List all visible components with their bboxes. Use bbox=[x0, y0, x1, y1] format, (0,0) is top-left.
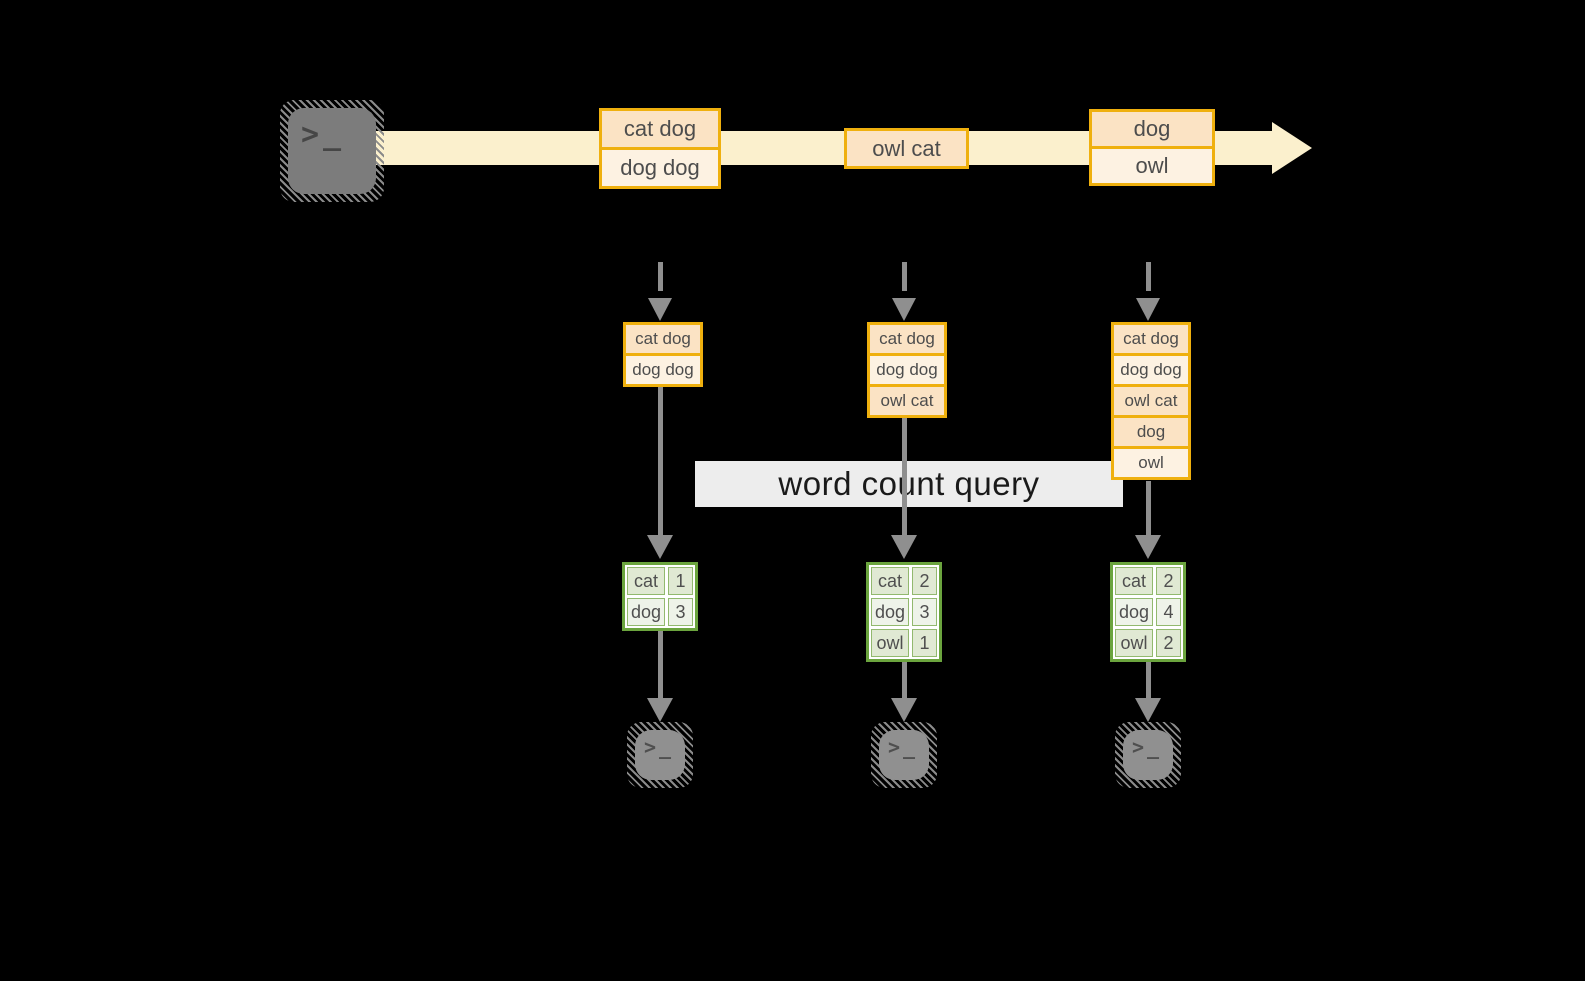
count-value: 4 bbox=[1156, 598, 1181, 626]
batch-cell: cat dog bbox=[602, 111, 718, 147]
count-word: dog bbox=[871, 598, 909, 626]
batch-cell: dog dog bbox=[602, 150, 718, 186]
batch-cell: dog bbox=[1092, 112, 1212, 146]
stream-batch-1: cat dog dog dog bbox=[599, 108, 721, 189]
ingest-arrow-dash-2 bbox=[902, 262, 907, 291]
output-arrow-head-1 bbox=[647, 698, 673, 722]
stack-cell: cat dog bbox=[1114, 325, 1188, 353]
count-table-3: cat 2 dog 4 owl 2 bbox=[1110, 562, 1186, 662]
query-arrow-line-2 bbox=[902, 418, 907, 535]
stack-cell: owl cat bbox=[1114, 387, 1188, 415]
accumulated-stack-1: cat dog dog dog bbox=[623, 322, 703, 387]
count-word: cat bbox=[1115, 567, 1153, 595]
banner-label: word count query bbox=[778, 465, 1040, 502]
count-word: dog bbox=[1115, 598, 1153, 626]
output-arrow-head-3 bbox=[1135, 698, 1161, 722]
query-arrow-head-2 bbox=[891, 535, 917, 559]
output-arrow-head-2 bbox=[891, 698, 917, 722]
query-arrow-head-1 bbox=[647, 535, 673, 559]
ingest-arrow-dash-1 bbox=[658, 262, 663, 291]
count-value: 2 bbox=[1156, 629, 1181, 657]
count-table-2: cat 2 dog 3 owl 1 bbox=[866, 562, 942, 662]
output-arrow-line-3 bbox=[1146, 658, 1151, 698]
accumulated-stack-3: cat dog dog dog owl cat dog owl bbox=[1111, 322, 1191, 480]
stack-cell: cat dog bbox=[870, 325, 944, 353]
stream-arrow-head bbox=[1272, 122, 1312, 174]
count-value: 1 bbox=[668, 567, 693, 595]
count-word: cat bbox=[871, 567, 909, 595]
count-word: owl bbox=[871, 629, 909, 657]
count-value: 3 bbox=[668, 598, 693, 626]
terminal-prompt-icon: >_ bbox=[1132, 735, 1163, 759]
count-value: 1 bbox=[912, 629, 937, 657]
stream-batch-2: owl cat bbox=[844, 128, 969, 169]
count-word: dog bbox=[627, 598, 665, 626]
terminal-prompt-icon: >_ bbox=[644, 735, 675, 759]
count-word: cat bbox=[627, 567, 665, 595]
stack-cell: owl bbox=[1114, 449, 1188, 477]
ingest-arrow-head-2 bbox=[892, 298, 916, 321]
sink-terminal-icon-1: >_ bbox=[627, 722, 693, 788]
source-terminal-icon: >_ bbox=[280, 100, 384, 202]
query-arrow-line-3 bbox=[1146, 481, 1151, 535]
count-value: 3 bbox=[912, 598, 937, 626]
ingest-arrow-dash-3 bbox=[1146, 262, 1151, 291]
terminal-screen: >_ bbox=[1123, 730, 1173, 780]
count-word: owl bbox=[1115, 629, 1153, 657]
stack-cell: dog bbox=[1114, 418, 1188, 446]
accumulated-stack-2: cat dog dog dog owl cat bbox=[867, 322, 947, 418]
stream-batch-3: dog owl bbox=[1089, 109, 1215, 186]
batch-cell: owl bbox=[1092, 149, 1212, 183]
terminal-prompt-icon: >_ bbox=[301, 117, 346, 152]
query-arrow-head-3 bbox=[1135, 535, 1161, 559]
terminal-screen: >_ bbox=[288, 108, 376, 194]
terminal-screen: >_ bbox=[635, 730, 685, 780]
stack-cell: dog dog bbox=[1114, 356, 1188, 384]
output-arrow-line-1 bbox=[658, 628, 663, 698]
count-value: 2 bbox=[912, 567, 937, 595]
stack-cell: dog dog bbox=[626, 356, 700, 384]
stack-cell: cat dog bbox=[626, 325, 700, 353]
query-arrow-line-1 bbox=[658, 387, 663, 535]
ingest-arrow-head-3 bbox=[1136, 298, 1160, 321]
ingest-arrow-head-1 bbox=[648, 298, 672, 321]
sink-terminal-icon-3: >_ bbox=[1115, 722, 1181, 788]
stack-cell: dog dog bbox=[870, 356, 944, 384]
sink-terminal-icon-2: >_ bbox=[871, 722, 937, 788]
count-value: 2 bbox=[1156, 567, 1181, 595]
terminal-prompt-icon: >_ bbox=[888, 735, 919, 759]
count-table-1: cat 1 dog 3 bbox=[622, 562, 698, 631]
output-arrow-line-2 bbox=[902, 658, 907, 698]
stack-cell: owl cat bbox=[870, 387, 944, 415]
batch-cell: owl cat bbox=[847, 131, 966, 166]
terminal-screen: >_ bbox=[879, 730, 929, 780]
word-count-query-banner: word count query bbox=[695, 461, 1123, 507]
